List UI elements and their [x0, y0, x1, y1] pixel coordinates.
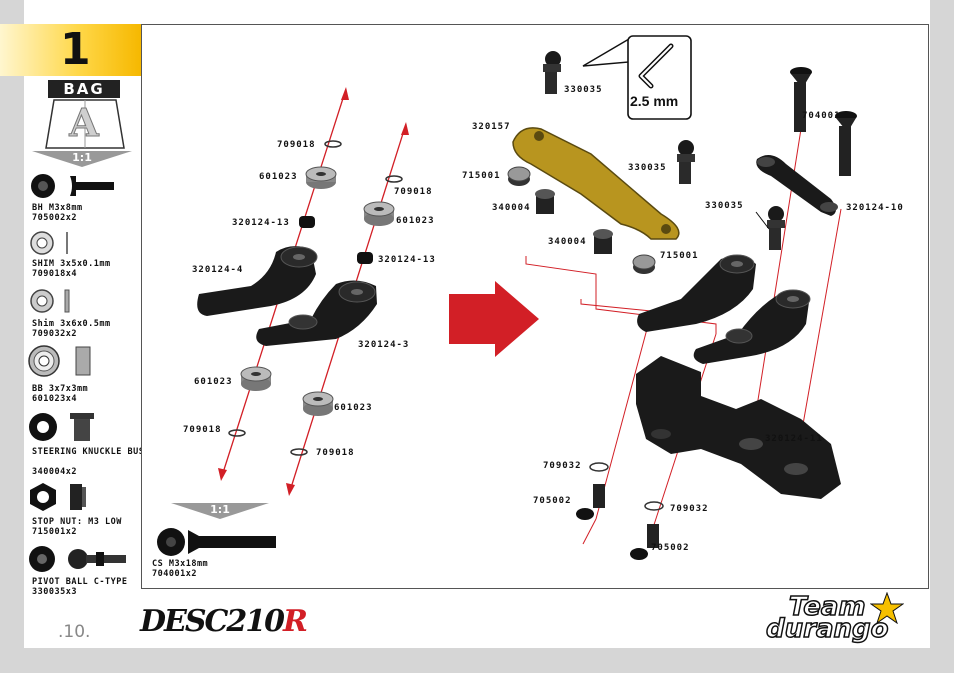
label-320124-3: 320124-3	[358, 340, 410, 350]
bag-icon	[45, 99, 125, 149]
part-name: BH M3x8mm	[32, 203, 83, 213]
label-320124-13: 320124-13	[232, 218, 290, 228]
extra-part-name: CS M3x18mm	[152, 559, 209, 569]
label-320124-4: 320124-4	[192, 265, 244, 275]
team-durango-logo: Team durango	[765, 592, 889, 644]
part-name: Shim 3x6x0.5mm	[32, 319, 111, 329]
part-name: BB 3x7x3mm	[32, 384, 89, 394]
stop-nut-icon	[30, 483, 86, 511]
label-320124-13: 320124-13	[378, 255, 436, 265]
scale-banner-top	[32, 151, 132, 167]
next-step-arrow	[449, 281, 539, 357]
scale-banner-bottom	[171, 503, 269, 519]
label-320124-10: 320124-10	[846, 203, 904, 213]
label-340004: 340004	[548, 237, 587, 247]
part-name: SHIM 3x5x0.1mm	[32, 259, 111, 269]
label-709018: 709018	[277, 140, 316, 150]
step-number: 1	[60, 24, 91, 75]
label-715001: 715001	[660, 251, 699, 261]
part-code: 709018x4	[32, 269, 77, 279]
label-601023: 601023	[194, 377, 233, 387]
label-601023: 601023	[334, 403, 373, 413]
label-330035: 330035	[705, 201, 744, 211]
label-340004: 340004	[492, 203, 531, 213]
label-320124-11: 320124-11	[765, 434, 823, 444]
part-name: PIVOT BALL C-TYPE	[32, 577, 128, 587]
desc210r-logo: DESC210R	[140, 604, 308, 639]
logo-text: DESC210	[140, 604, 285, 639]
label-330035: 330035	[628, 163, 667, 173]
part-code: 601023x4	[32, 394, 77, 404]
cs-screw-icon	[188, 530, 276, 554]
part-code: 330035x3	[32, 587, 77, 597]
assembly-drawing	[157, 35, 857, 560]
label-704001: 704001	[802, 111, 841, 121]
ball-bearing-icon	[28, 345, 91, 377]
label-320157: 320157	[472, 122, 511, 132]
shim-icon	[30, 289, 70, 313]
hex-key-callout	[627, 35, 692, 120]
tool-size-label: 2.5 mm	[630, 93, 679, 109]
left-assembly	[197, 87, 409, 496]
step-banner	[0, 24, 141, 76]
star-icon	[870, 592, 904, 624]
extra-part-code: 704001x2	[152, 569, 197, 579]
bag-letter: A	[69, 100, 99, 146]
logo-accent: R	[283, 604, 308, 639]
scale-top-label: 1:1	[72, 151, 92, 164]
label-709018: 709018	[316, 448, 355, 458]
label-601023: 601023	[259, 172, 298, 182]
bh-screw-icon	[31, 174, 114, 198]
part-code: 715001x2	[32, 527, 77, 537]
label-330035: 330035	[564, 85, 603, 95]
page-number: .10.	[58, 622, 91, 642]
logo-line2: durango	[765, 614, 889, 644]
knuckle-bushing-icon	[29, 413, 94, 441]
label-705002: 705002	[533, 496, 572, 506]
part-name: STEERING KNUCKLE BUSHING	[32, 447, 167, 457]
shim-thin-icon	[30, 231, 68, 255]
part-code: 705002x2	[32, 213, 77, 223]
logo-line1: Team	[788, 592, 866, 622]
right-assembly	[507, 35, 857, 560]
pivot-ball-icon	[29, 546, 126, 572]
bag-label: BAG	[48, 80, 120, 98]
part-code: 340004x2	[32, 467, 77, 477]
label-705002: 705002	[651, 543, 690, 553]
label-601023: 601023	[396, 216, 435, 226]
label-709032: 709032	[543, 461, 582, 471]
label-709018: 709018	[394, 187, 433, 197]
part-name: STOP NUT: M3 LOW	[32, 517, 122, 527]
label-715001: 715001	[462, 171, 501, 181]
scale-bottom-label: 1:1	[210, 503, 230, 516]
part-code: 709032x2	[32, 329, 77, 339]
label-709032: 709032	[670, 504, 709, 514]
label-709018: 709018	[183, 425, 222, 435]
